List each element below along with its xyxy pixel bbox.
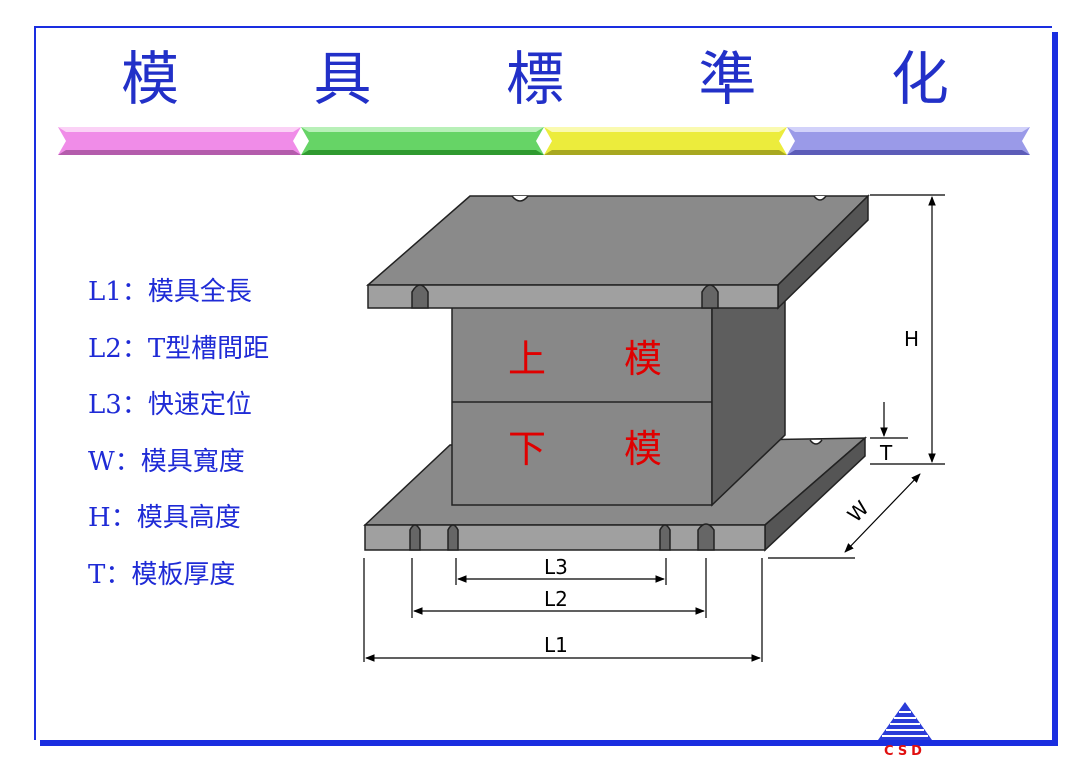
lower-mold-label-right: 模 [624, 427, 662, 471]
legend-item-h: H：模具高度 [88, 503, 241, 533]
legend-item-l2: L2：T型槽間距 [88, 333, 270, 364]
legend-item-t: T：模板厚度 [88, 559, 236, 590]
dimension-l3-label: L3 [544, 555, 568, 579]
logo-text: CSD [884, 744, 926, 759]
upper-plate [365, 194, 870, 310]
lower-mold-label-left: 下 [508, 427, 546, 471]
dimension-t-label: T [879, 441, 893, 465]
dimension-w-label: W [843, 496, 874, 527]
color-divider-bar [58, 127, 1030, 155]
csd-logo-icon [878, 702, 932, 740]
bar-segment-purple [787, 127, 1030, 155]
page-title: 模 具 標 準 化 [121, 45, 1007, 113]
dimension-w-arrow [844, 473, 921, 553]
mold-diagram: 上 模 下 模 H T W L3 L2 L1 [363, 194, 945, 662]
dimension-l1-label: L1 [544, 633, 568, 657]
bar-segment-yellow [544, 127, 787, 155]
upper-mold-label-right: 模 [624, 337, 662, 381]
dimension-h-label: H [904, 327, 919, 351]
mold-body [451, 218, 786, 507]
dimension-l2-label: L2 [544, 587, 568, 611]
upper-mold-label-left: 上 [508, 337, 546, 381]
legend-item-l3: L3：快速定位 [88, 390, 252, 420]
bar-segment-pink [58, 127, 301, 155]
legend-item-w: W：模具寬度 [88, 446, 245, 477]
legend-list: L1：模具全長 L2：T型槽間距 L3：快速定位 W：模具寬度 H：模具高度 T… [88, 270, 269, 609]
legend-item-l1: L1：模具全長 [88, 277, 252, 307]
bar-segment-green [301, 127, 544, 155]
